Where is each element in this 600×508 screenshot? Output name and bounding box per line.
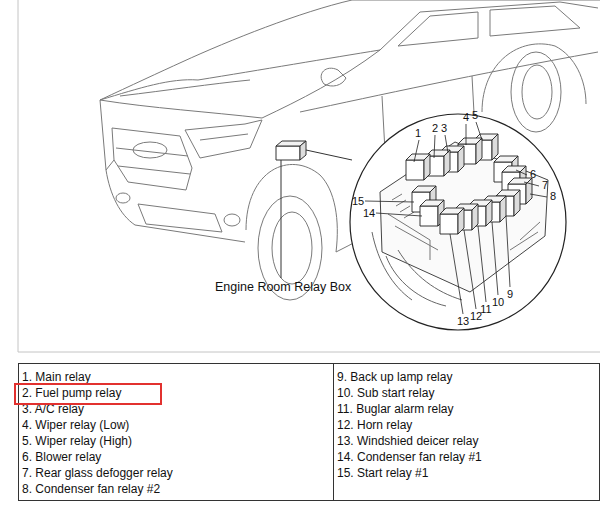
relay-box-housing	[380, 142, 548, 292]
leader-line	[506, 216, 510, 287]
leader-line	[450, 234, 463, 314]
callout-number: 15	[352, 195, 364, 207]
air-intake	[138, 204, 222, 232]
a-pillar	[182, 0, 352, 62]
leader-line	[306, 150, 352, 160]
legend-item: 2. Fuel pump relay	[22, 385, 121, 401]
panel-frame	[18, 0, 19, 352]
mirror	[321, 68, 346, 86]
callout-number: 13	[457, 315, 469, 327]
grille-bar	[116, 148, 190, 174]
leader-line	[464, 230, 476, 309]
legend-item: 12. Horn relay	[337, 417, 412, 433]
callout-number: 2	[432, 122, 438, 134]
wire-bundle	[372, 232, 462, 306]
legend-item: 4. Wiper relay (Low)	[22, 417, 129, 433]
callout-number: 4	[463, 111, 469, 123]
callout-number: 12	[470, 310, 482, 322]
leader-line	[478, 226, 486, 302]
leader-line	[476, 122, 482, 140]
leader-line	[365, 201, 414, 202]
legend-item: 11. Buglar alarm relay	[337, 401, 454, 417]
legend-item: 13. Windshied deicer relay	[337, 433, 478, 449]
leader-line	[466, 124, 467, 145]
relay-box-symbol	[276, 146, 300, 160]
callout-number: 5	[472, 109, 478, 121]
leader-line	[376, 213, 422, 216]
callout-number: 8	[550, 190, 556, 202]
detail-circle	[350, 114, 566, 330]
hood-side	[100, 62, 182, 100]
body-line	[300, 52, 598, 112]
legend-item: 14. Condenser fan relay #1	[337, 449, 482, 465]
part-label: Engine Room Relay Box	[215, 279, 351, 295]
callout-number: 1	[415, 127, 421, 139]
wheel-rim	[522, 65, 552, 119]
rear-wheel	[511, 52, 561, 132]
roof-line	[352, 0, 600, 1]
leader-line	[414, 140, 419, 162]
leader-line	[281, 160, 282, 278]
leader-line	[524, 182, 539, 186]
side-window	[398, 12, 478, 46]
callout-number: 9	[507, 288, 513, 300]
table-divider	[333, 364, 334, 501]
leader-line	[445, 135, 448, 153]
badge	[133, 142, 167, 158]
relay	[440, 208, 464, 234]
callout-number: 3	[441, 122, 447, 134]
leader-line	[530, 194, 547, 197]
cowl-line	[198, 50, 380, 80]
leader-line	[516, 170, 527, 175]
relay-box-symbol	[300, 141, 306, 160]
side-window	[490, 6, 580, 36]
legend-item: 9. Back up lamp relay	[337, 369, 452, 385]
legend-item: 5. Wiper relay (High)	[22, 433, 132, 449]
callout-number: 10	[492, 296, 504, 308]
legend-item: 7. Rear glass defogger relay	[22, 465, 173, 481]
hood-crease	[120, 80, 250, 96]
highlight-box: 2. Fuel pump relay	[14, 383, 162, 405]
headlight	[185, 120, 262, 158]
leader-line	[492, 222, 498, 295]
wheel-rim	[272, 212, 312, 284]
grille	[112, 128, 192, 190]
bumper-line	[106, 160, 114, 170]
callout-leaders	[365, 122, 547, 314]
hood-edge	[100, 80, 198, 100]
callout-number: 14	[363, 207, 375, 219]
legend-item: 10. Sub start relay	[337, 385, 434, 401]
panel-frame	[18, 352, 600, 353]
fog-lamp	[224, 214, 240, 226]
hood-front	[100, 100, 262, 118]
legend-item: 15. Start relay #1	[337, 465, 428, 481]
headlight-detail	[200, 134, 248, 140]
callout-number: 6	[530, 168, 536, 180]
window-line	[380, 2, 598, 50]
legend-item: 6. Blower relay	[22, 449, 101, 465]
wheel-arch	[246, 164, 337, 252]
relay	[406, 154, 430, 180]
fog-lamp	[116, 193, 130, 203]
callout-number: 7	[542, 179, 548, 191]
wheel-arch	[482, 44, 586, 112]
relay-group	[406, 134, 532, 234]
bumper	[100, 100, 245, 242]
legend-item: 8. Condenser fan relay #2	[22, 481, 160, 497]
leader-line	[434, 135, 435, 158]
